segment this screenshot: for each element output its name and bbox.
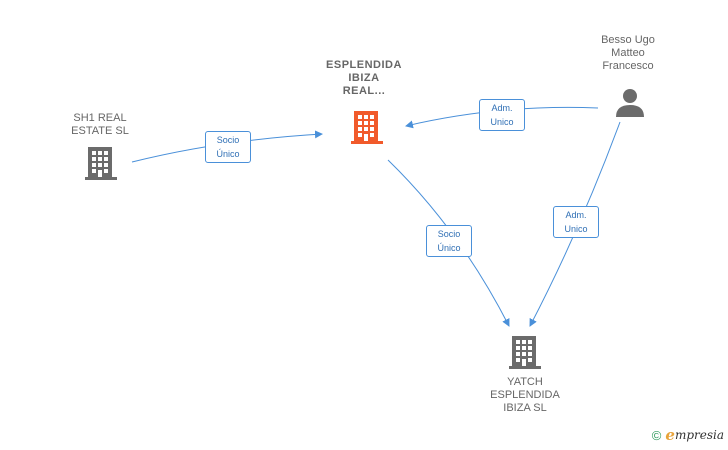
building-icon[interactable] [508,334,542,370]
edge-label-line2: Unico [564,224,588,234]
copyright-icon: © [651,427,662,443]
yatch-company-label[interactable]: YATCH ESPLENDIDA IBIZA SL [470,376,580,415]
sh1-company-line2: ESTATE SL [71,125,129,137]
edge-label-main-yatch: Socio Único [426,225,472,257]
yatch-company-line3: IBIZA SL [503,402,547,414]
main-company-line3: REAL... [342,85,386,97]
edge-label-sh1-main: Socio Único [205,131,251,163]
main-company-line1: ESPLENDIDA [326,59,402,71]
main-company-line2: IBIZA [348,72,380,84]
person-icon[interactable] [614,87,646,119]
brand-name: mpresia [674,428,724,442]
edge-label-person-main: Adm. Unico [479,99,525,131]
edge-label-person-yatch: Adm. Unico [553,206,599,238]
sh1-company-line1: SH1 REAL [73,112,127,124]
edge-label-line2: Único [437,243,461,253]
edge-label-line1: Adm. [565,210,587,220]
edge-label-line2: Único [216,149,240,159]
building-icon[interactable] [350,109,384,145]
person-line1: Besso Ugo [601,34,655,46]
person-line3: Francesco [602,60,654,72]
edge-label-line1: Socio [437,229,461,239]
edge-label-line1: Adm. [491,103,513,113]
building-icon[interactable] [84,145,118,181]
brand-initial: e [665,426,675,444]
person-line2: Matteo [611,47,645,59]
yatch-company-line1: YATCH [507,376,543,388]
edge-label-line2: Unico [490,117,514,127]
yatch-company-line2: ESPLENDIDA [490,389,560,401]
edge-label-line1: Socio [216,135,240,145]
empresia-brand: © e mpresia [652,426,724,444]
main-company-label[interactable]: ESPLENDIDA IBIZA REAL... [308,59,420,98]
sh1-company-label[interactable]: SH1 REAL ESTATE SL [52,112,148,138]
person-label[interactable]: Besso Ugo Matteo Francesco [578,34,678,73]
